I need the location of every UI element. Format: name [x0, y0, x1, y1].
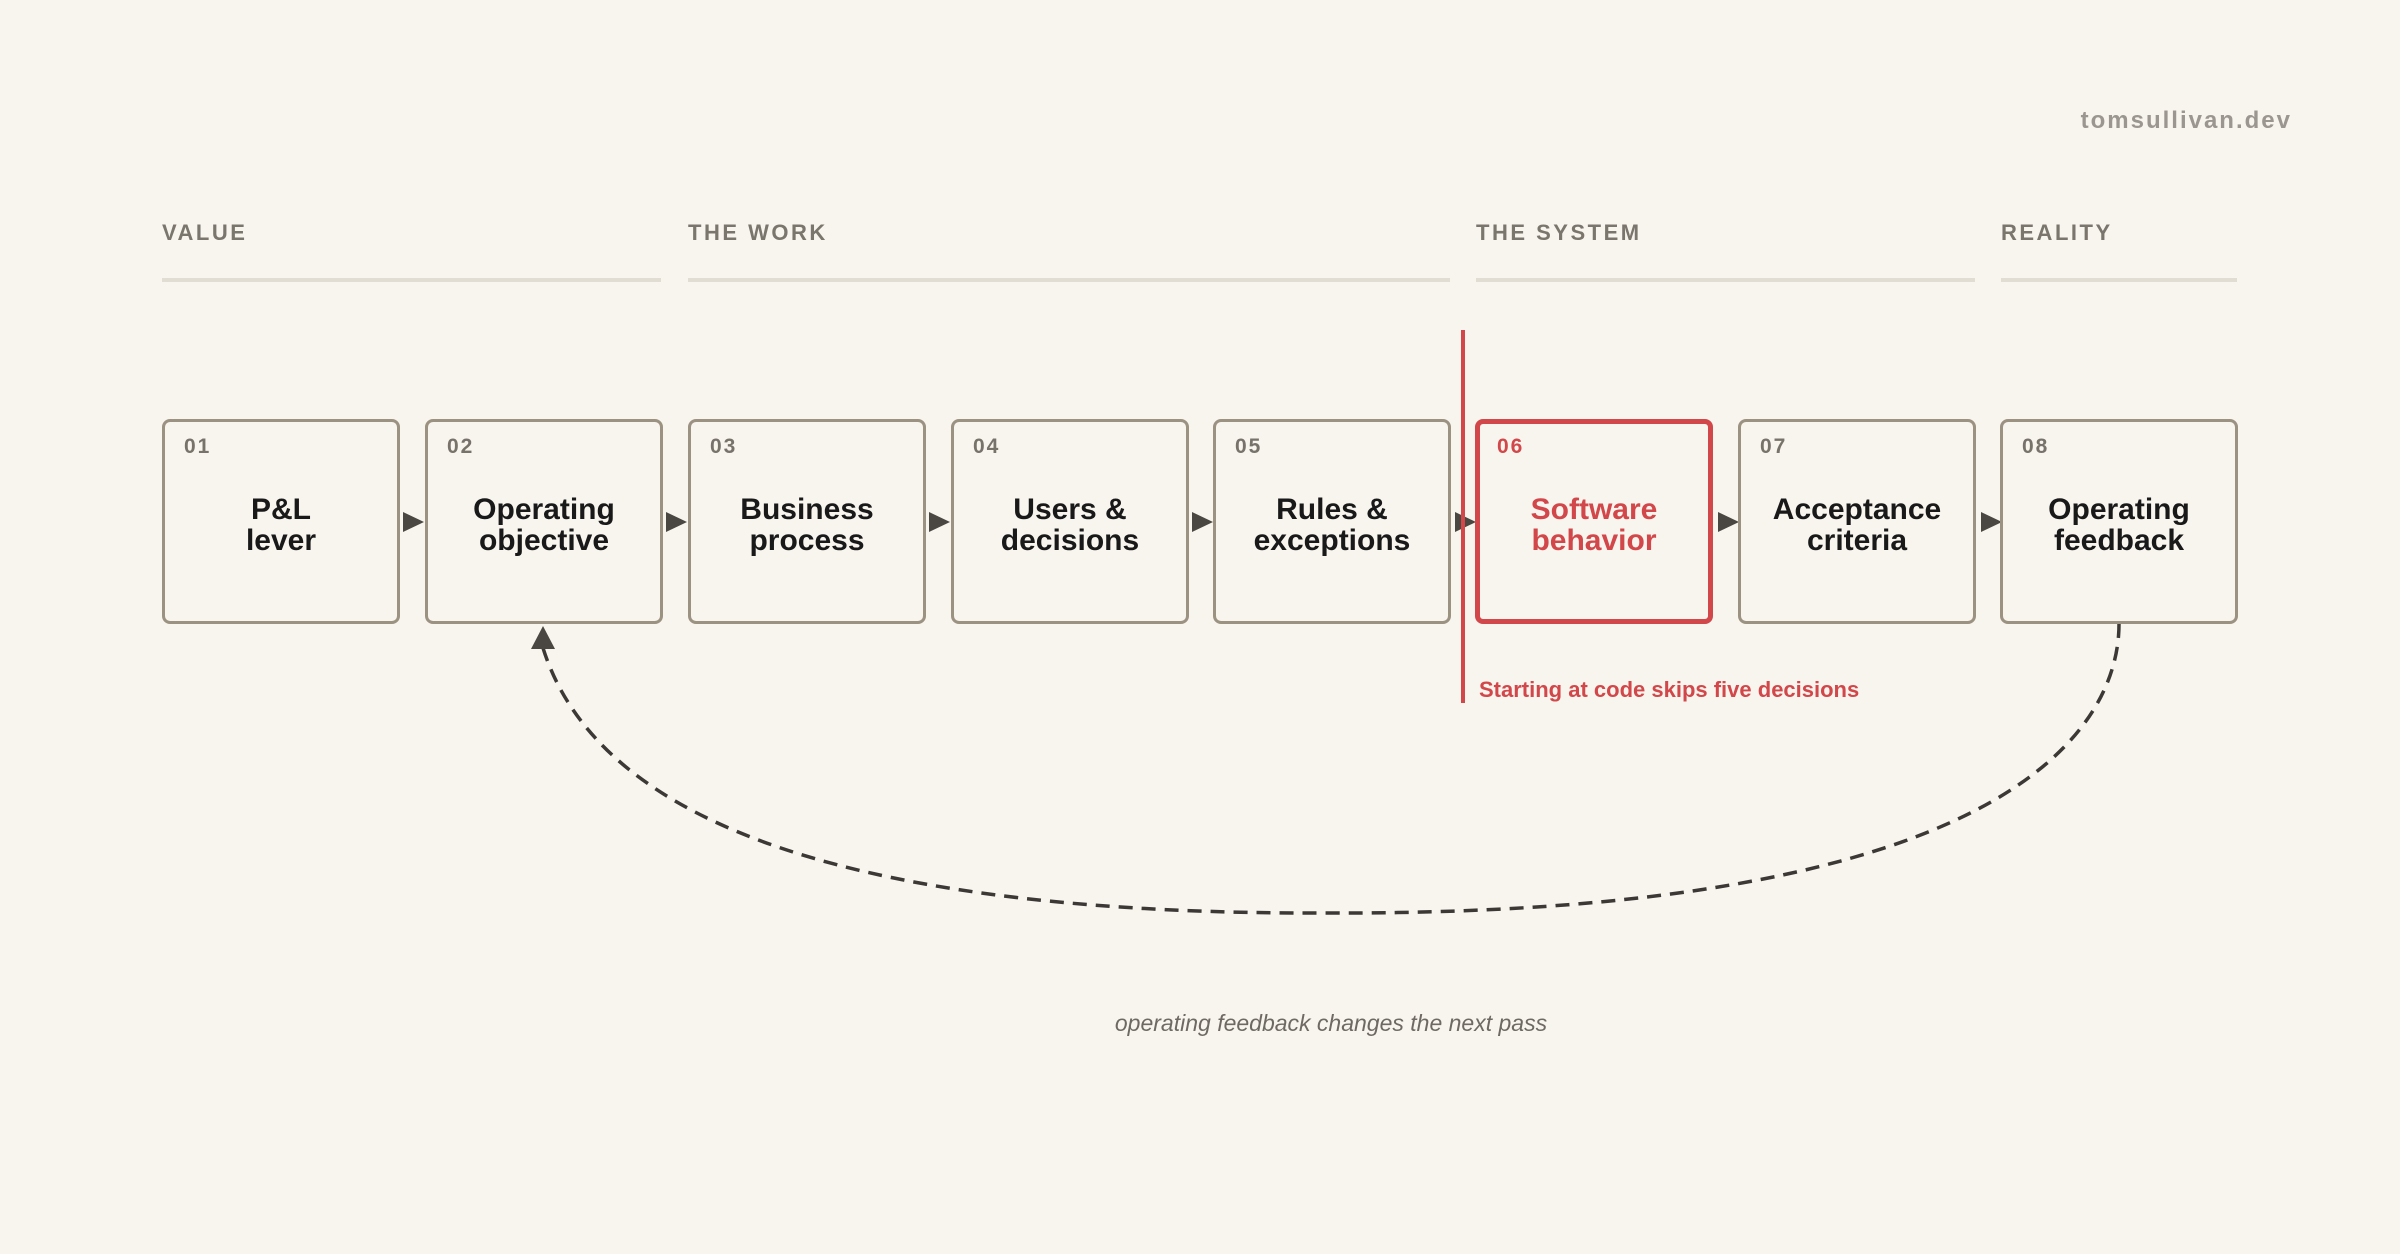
step-title-line: exceptions: [1253, 524, 1411, 557]
connector-arrow-01-02: [403, 512, 424, 532]
step-acceptance-criteria: 07 Acceptance criteria: [1738, 419, 1976, 624]
step-number: 05: [1235, 435, 1263, 458]
group-the-system: THE SYSTEM: [1476, 220, 1975, 284]
group-label: THE SYSTEM: [1476, 220, 1642, 245]
step-title-line: Operating: [2048, 493, 2190, 526]
step-title-line: criteria: [1806, 524, 1908, 557]
group-reality: REALITY: [2001, 220, 2237, 284]
loop-caption: operating feedback changes the next pass: [1114, 1010, 1548, 1036]
group-label: VALUE: [162, 220, 248, 245]
step-number: 04: [973, 435, 1001, 458]
step-title: Operating feedback: [2003, 494, 2235, 556]
step-title: Operating objective: [428, 494, 660, 556]
step-number: 07: [1760, 435, 1788, 458]
step-title-line: P&L: [251, 493, 311, 526]
step-title-line: process: [749, 524, 865, 557]
step-title-line: lever: [245, 524, 317, 557]
step-title-line: behavior: [1531, 524, 1657, 557]
group-value: VALUE: [162, 220, 661, 284]
step-number: 08: [2022, 435, 2050, 458]
step-title-line: decisions: [1000, 524, 1140, 557]
step-title-line: Business: [740, 493, 874, 526]
step-title: Rules & exceptions: [1216, 494, 1448, 556]
step-business-process: 03 Business process: [688, 419, 926, 624]
connector-arrow-02-03: [666, 512, 687, 532]
step-title: Software behavior: [1480, 494, 1708, 556]
step-number: 01: [184, 435, 212, 458]
step-rules-exceptions: 05 Rules & exceptions: [1213, 419, 1451, 624]
group-label: REALITY: [2001, 220, 2113, 245]
step-number: 02: [447, 435, 475, 458]
connector-arrow-03-04: [929, 512, 950, 532]
group-the-work: THE WORK: [688, 220, 1450, 284]
step-title-line: objective: [478, 524, 610, 557]
group-rule: [688, 278, 1450, 282]
connector-arrow-05-06: [1455, 512, 1476, 532]
step-users-decisions: 04 Users & decisions: [951, 419, 1189, 624]
step-operating-feedback: 08 Operating feedback: [2000, 419, 2238, 624]
feedback-loop-arrowhead: [531, 626, 555, 649]
feedback-loop-path: [541, 623, 2121, 915]
step-title: Business process: [691, 494, 923, 556]
step-title-line: Software: [1530, 493, 1658, 526]
group-rule: [162, 278, 661, 282]
connector-arrow-04-05: [1192, 512, 1213, 532]
group-rule: [2001, 278, 2237, 282]
step-title: P&L lever: [165, 494, 397, 556]
step-title: Acceptance criteria: [1741, 494, 1973, 556]
step-number: 03: [710, 435, 738, 458]
skip-note: Starting at code skips five decisions: [1479, 677, 1860, 702]
step-title-line: Acceptance: [1772, 493, 1942, 526]
group-label: THE WORK: [688, 220, 828, 245]
step-title-line: Rules &: [1276, 493, 1388, 526]
group-rule: [1476, 278, 1975, 282]
step-pl-lever: 01 P&L lever: [162, 419, 400, 624]
step-title-line: feedback: [2053, 524, 2185, 557]
step-title: Users & decisions: [954, 494, 1186, 556]
step-title-line: Operating: [473, 493, 615, 526]
connector-arrow-06-07: [1718, 512, 1739, 532]
step-number: 06: [1497, 435, 1525, 458]
site-name: tomsullivan.dev: [2080, 107, 2292, 134]
step-software-behavior: 06 Software behavior: [1475, 419, 1713, 624]
connector-arrow-07-08: [1981, 512, 2002, 532]
step-connectors: [403, 512, 2002, 532]
step-title-line: Users &: [1013, 493, 1127, 526]
step-operating-objective: 02 Operating objective: [425, 419, 663, 624]
